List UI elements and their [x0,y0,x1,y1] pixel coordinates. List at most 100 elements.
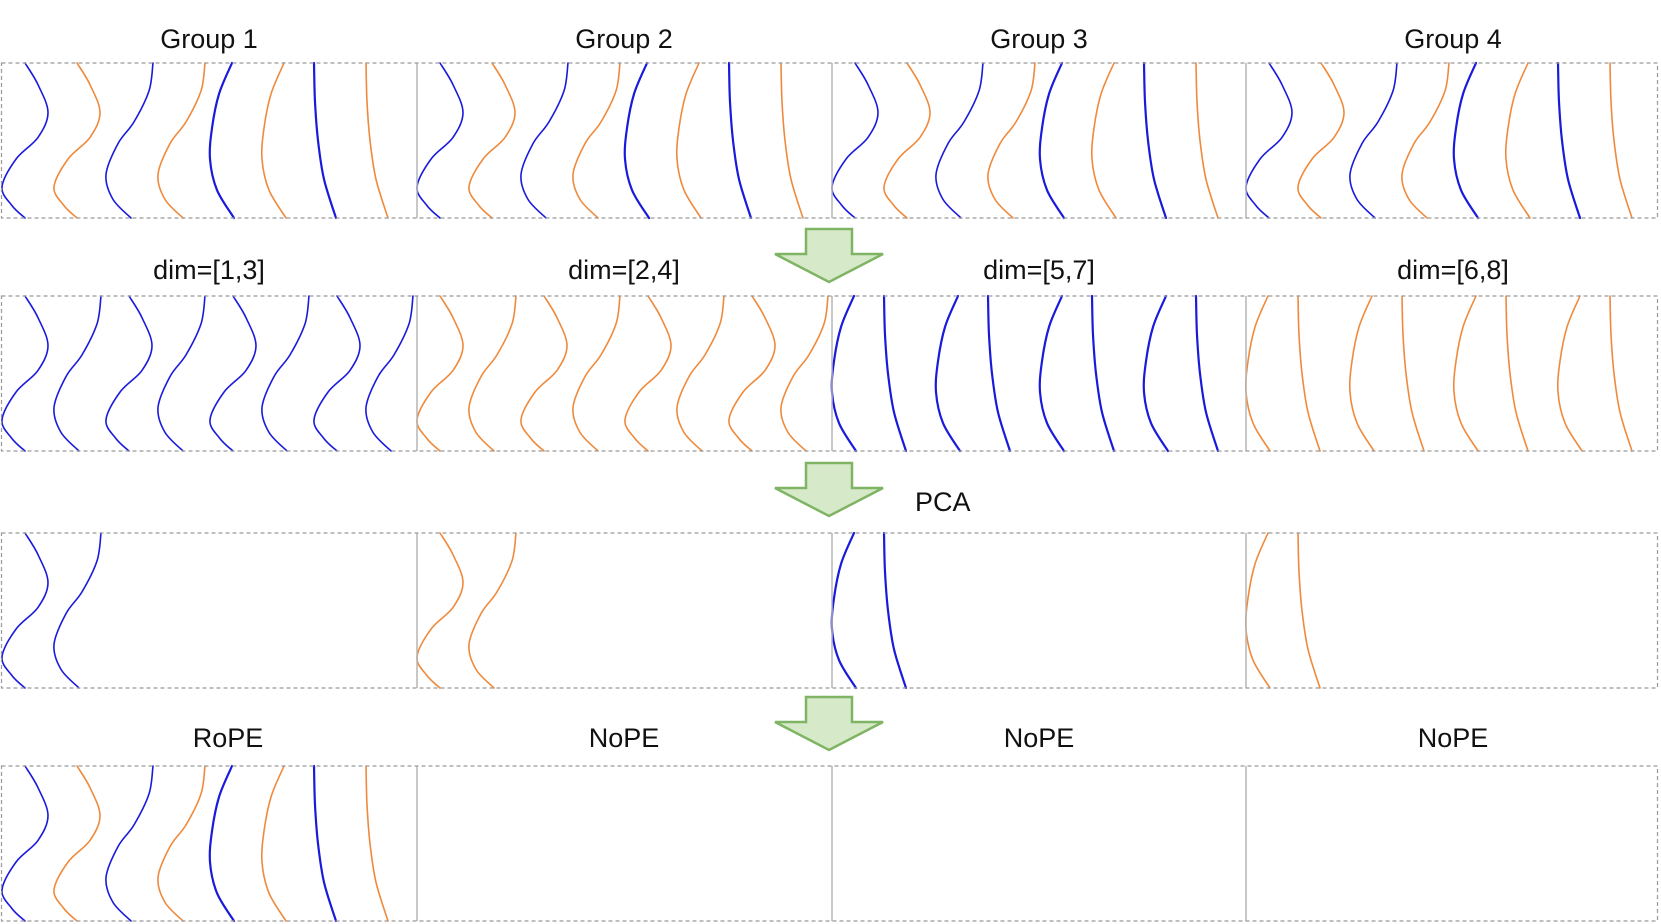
row-4 [0,764,1659,923]
dim-label-2: dim=[2,4] [568,255,680,285]
blue-curve [312,764,338,923]
blue-curve [882,531,908,690]
orange-curve [1504,62,1531,219]
group-1-label: Group 1 [160,24,258,54]
orange-curve [365,765,389,922]
orange-curve [1505,295,1529,452]
group-4-label: Group 4 [1404,24,1502,54]
dim-label-3: dim=[5,7] [983,255,1095,285]
orange-curve [260,62,287,219]
blue-curve [831,62,879,219]
blue-curve [986,294,1012,453]
orange-curve [365,62,389,219]
blue-curve [935,62,984,219]
row-3 [0,531,1659,690]
blue-curve [934,294,962,453]
dim-label-1: dim=[1,3] [153,255,265,285]
blue-curve [53,295,102,452]
orange-curve [1195,62,1219,219]
orange-curve [416,532,464,689]
blue-curve [1245,62,1293,219]
orange-curve [1452,295,1479,452]
orange-curve [1297,532,1321,689]
orange-curve [1401,295,1425,452]
orange-curve [1401,62,1450,219]
blue-curve [830,531,858,690]
orange-curve [780,62,804,219]
orange-curve [728,295,776,452]
blue-curve [313,295,361,452]
row-border [0,765,1659,922]
blue-curve [1556,61,1582,220]
orange-curve [1609,295,1633,452]
blue-curve [105,765,154,922]
blue-curve [1349,62,1398,219]
blue-curve [312,61,338,220]
orange-curve [675,62,702,219]
orange-curve [1297,295,1321,452]
orange-curve [157,62,206,219]
blue-curve [1142,61,1168,220]
orange-curve [53,765,101,922]
pca-label: PCA [915,487,971,517]
blue-curve [520,62,569,219]
blue-curve [157,295,206,452]
orange-curve [883,62,931,219]
blue-curve [882,294,908,453]
blue-curve [1,62,49,219]
down-arrow-icon-1 [774,227,884,284]
orange-curve [780,295,829,452]
orange-curve [1348,295,1375,452]
orange-curve [1244,295,1271,452]
orange-curve [572,295,621,452]
panels-layer [0,61,1659,923]
orange-curve [624,295,672,452]
blue-curve [365,295,414,452]
group-3-label: Group 3 [990,24,1088,54]
labels-layer: Group 1 Group 2 Group 3 Group 4 dim=[1,3… [153,24,1509,753]
pe-label-4: NoPE [1418,723,1489,753]
orange-curve [1244,532,1271,689]
orange-curve [520,295,568,452]
blue-curve [1038,61,1066,220]
blue-curve [53,532,102,689]
pe-label-2: NoPE [589,723,660,753]
blue-curve [1452,61,1480,220]
dim-label-4: dim=[6,8] [1397,255,1509,285]
blue-curve [209,295,257,452]
orange-curve [1556,295,1583,452]
orange-curve [157,765,206,922]
blue-curve [1038,294,1066,453]
down-arrow-icon-2 [774,461,884,518]
blue-curve [416,62,464,219]
row-border [0,532,1659,689]
down-arrow-icon-3 [774,695,884,752]
group-2-label: Group 2 [575,24,673,54]
blue-curve [208,764,236,923]
blue-curve [1,295,49,452]
orange-curve [1609,62,1633,219]
blue-curve [1090,294,1116,453]
orange-curve [1297,62,1345,219]
row-border [0,295,1659,452]
row-2 [0,294,1659,453]
orange-curve [987,62,1036,219]
blue-curve [105,295,153,452]
orange-curve [416,295,464,452]
blue-curve [727,61,753,220]
orange-curve [468,295,517,452]
row-border [0,62,1659,219]
pe-label-3: NoPE [1004,723,1075,753]
row-1 [0,61,1659,220]
pe-label-1: RoPE [193,723,264,753]
blue-curve [1194,294,1220,453]
orange-curve [468,532,517,689]
orange-curve [676,295,725,452]
blue-curve [830,294,858,453]
blue-curve [623,61,651,220]
blue-curve [208,61,236,220]
orange-curve [53,62,101,219]
orange-curve [468,62,516,219]
blue-curve [1142,294,1170,453]
